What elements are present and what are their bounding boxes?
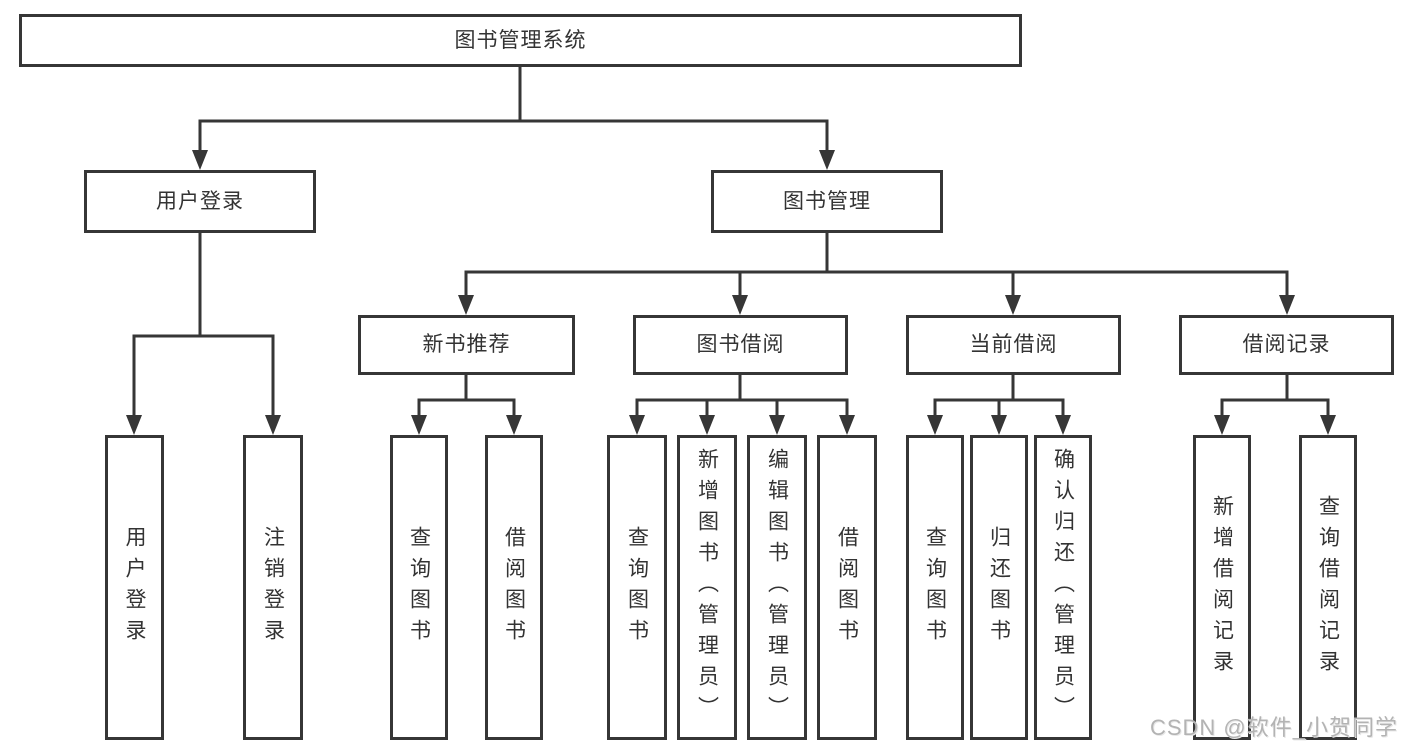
leaf-current-query-books: 查询图书 [906, 435, 964, 740]
node-borrowing-records: 借阅记录 [1179, 315, 1394, 375]
leaf-borrow-borrow-books: 借阅图书 [817, 435, 877, 740]
leaf-borrow-query-books: 查询图书 [607, 435, 667, 740]
node-book-management-system: 图书管理系统 [19, 14, 1022, 67]
leaf-borrow-add-books-admin: 新增图书（管理员） [677, 435, 737, 740]
node-book-borrowing: 图书借阅 [633, 315, 848, 375]
leaf-newbook-borrow-books: 借阅图书 [485, 435, 543, 740]
node-book-management-branch: 图书管理 [711, 170, 943, 233]
leaf-records-query-record: 查询借阅记录 [1299, 435, 1357, 740]
node-current-borrowing: 当前借阅 [906, 315, 1121, 375]
leaf-logout: 注销登录 [243, 435, 303, 740]
leaf-newbook-query-books: 查询图书 [390, 435, 448, 740]
node-new-book-recommendation: 新书推荐 [358, 315, 575, 375]
leaf-records-add-record: 新增借阅记录 [1193, 435, 1251, 740]
watermark: CSDN @软件_小贺同学 [1149, 715, 1398, 740]
leaf-current-confirm-return-admin: 确认归还（管理员） [1034, 435, 1092, 740]
node-user-login-branch: 用户登录 [84, 170, 316, 233]
leaf-borrow-edit-books-admin: 编辑图书（管理员） [747, 435, 807, 740]
leaf-current-return-books: 归还图书 [970, 435, 1028, 740]
leaf-user-login: 用户登录 [105, 435, 164, 740]
